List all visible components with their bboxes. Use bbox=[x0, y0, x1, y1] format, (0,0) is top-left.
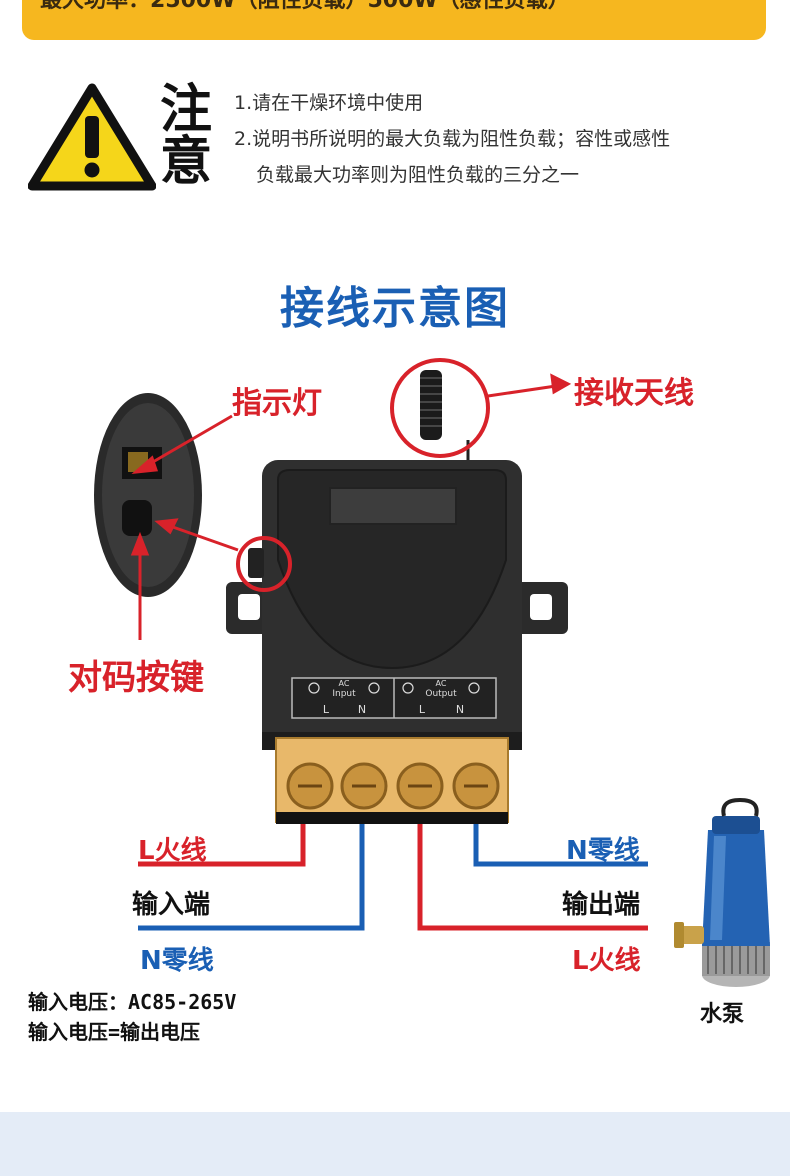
terminal-screws bbox=[286, 762, 500, 810]
warning-icon bbox=[28, 83, 156, 191]
wires bbox=[138, 818, 648, 931]
receiver-device: AC Input AC Output L N L N bbox=[226, 460, 568, 824]
antenna-highlight-circle bbox=[390, 358, 490, 458]
terminal-label-input-n: N bbox=[358, 703, 366, 716]
svg-text:Output: Output bbox=[425, 689, 457, 699]
notice-char-1: 注 bbox=[160, 80, 213, 140]
callout-pair-button: 对码按键 bbox=[68, 658, 204, 698]
antenna bbox=[420, 370, 470, 466]
left-neutral-wire bbox=[138, 818, 365, 931]
water-pump-illustration bbox=[674, 797, 770, 987]
terminal-label-input-l: L bbox=[323, 703, 330, 716]
notice-char-2: 意 bbox=[160, 132, 213, 192]
terminal-label-output-l: L bbox=[419, 703, 426, 716]
bottom-band bbox=[0, 1112, 790, 1176]
pump-label: 水泵 bbox=[700, 1002, 745, 1027]
side-zoom-inset bbox=[94, 393, 202, 597]
callout-arrows bbox=[130, 373, 572, 640]
right-neutral-wire bbox=[473, 818, 648, 867]
label-left-neutral: N零线 bbox=[140, 946, 214, 976]
button-highlight-circle bbox=[236, 536, 292, 592]
callout-receive-antenna: 接收天线 bbox=[574, 376, 694, 411]
terminal-label-output-n: N bbox=[456, 703, 464, 716]
right-live-wire bbox=[417, 818, 648, 931]
label-output-end: 输出端 bbox=[562, 890, 641, 920]
svg-text:Input: Input bbox=[332, 689, 356, 699]
left-live-wire bbox=[138, 818, 306, 867]
notice-line-2: 2.说明书所说明的最大负载为阻性负载；容性或感性 bbox=[234, 128, 671, 150]
notice-line-3: 负载最大功率则为阻性负载的三分之一 bbox=[256, 164, 580, 186]
label-left-live: L火线 bbox=[138, 836, 207, 866]
label-right-live: L火线 bbox=[572, 946, 641, 976]
spec-input-voltage: 输入电压：AC85-265V bbox=[28, 990, 237, 1014]
max-power-text: 最大功率：2500W（阻性负载）500W（感性负载） bbox=[40, 0, 570, 13]
label-right-neutral: N零线 bbox=[566, 836, 640, 866]
svg-text:AC: AC bbox=[339, 679, 350, 688]
diagram-title: 接线示意图 bbox=[280, 283, 510, 334]
notice-line-1: 1.请在干燥环境中使用 bbox=[234, 92, 424, 114]
top-banner: 最大功率：2500W（阻性负载）500W（感性负载） bbox=[22, 0, 766, 40]
svg-text:AC: AC bbox=[436, 679, 447, 688]
spec-voltage-equal: 输入电压=输出电压 bbox=[28, 1020, 201, 1044]
callout-indicator-light: 指示灯 bbox=[232, 386, 322, 421]
label-input-end: 输入端 bbox=[132, 890, 211, 920]
